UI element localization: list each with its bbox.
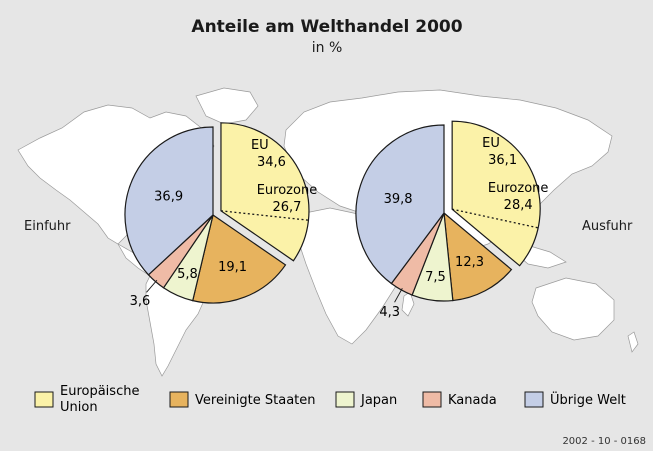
- label-einfuhr-usa: 19,1: [218, 260, 247, 275]
- eu-value-einfuhr: 34,6: [257, 155, 286, 170]
- eu-value-ausfuhr: 36,1: [488, 153, 517, 168]
- legend-swatch-uebrige: [524, 391, 544, 408]
- slice-ausfuhr-eu: [451, 120, 541, 267]
- legend-label-uebrige: Übrige Welt: [550, 391, 626, 408]
- chart-subtitle: in %: [312, 40, 343, 56]
- slice-ausfuhr-usa: [443, 211, 513, 302]
- legend-label-eu-line1: Europäische: [60, 384, 139, 399]
- eurozone-value-ausfuhr: 28,4: [504, 198, 533, 213]
- leader-line-ausfuhr-kanada: [394, 288, 403, 303]
- eurozone-label-einfuhr: Eurozone: [257, 183, 317, 198]
- eu-label-ausfuhr: EU: [482, 136, 500, 151]
- legend-label-japan: Japan: [360, 393, 397, 408]
- eurozone-divider-einfuhr: [220, 210, 309, 221]
- eurozone-value-einfuhr: 26,7: [272, 200, 301, 215]
- world-map-background: [17, 87, 639, 377]
- eurozone-label-ausfuhr: Eurozone: [488, 181, 548, 196]
- pie-ausfuhr-caption: Ausfuhr: [582, 219, 633, 234]
- legend-label-eu-line2: Union: [60, 400, 98, 415]
- leader-line-einfuhr-kanada: [146, 279, 158, 293]
- slice-einfuhr-usa: [192, 214, 287, 304]
- australia-landmass: [531, 277, 615, 341]
- slice-einfuhr-eu: [220, 122, 310, 262]
- eurozone-divider-ausfuhr: [452, 208, 539, 229]
- reference-number: 2002 - 10 - 0168: [562, 436, 646, 447]
- new-zealand-landmass: [627, 331, 639, 353]
- legend-swatch-usa: [169, 391, 189, 408]
- legend-swatch-japan: [335, 391, 355, 408]
- label-ausfuhr-usa: 12,3: [455, 255, 484, 270]
- label-einfuhr-kanada: 3,6: [130, 294, 151, 309]
- slice-einfuhr-uebrige: [124, 126, 214, 276]
- chart-title: Anteile am Welthandel 2000: [191, 17, 462, 37]
- label-ausfuhr-uebrige: 39,8: [384, 192, 413, 207]
- eu-label-einfuhr: EU: [251, 138, 269, 153]
- legend-swatch-eu: [34, 391, 54, 408]
- slice-ausfuhr-uebrige: [355, 124, 445, 285]
- legend-label-kanada: Kanada: [448, 393, 497, 408]
- label-ausfuhr-japan: 7,5: [425, 270, 446, 285]
- legend-label-usa: Vereinigte Staaten: [195, 393, 316, 408]
- greenland-landmass: [195, 87, 259, 125]
- legend-swatch-kanada: [422, 391, 442, 408]
- label-ausfuhr-kanada: 4,3: [379, 305, 400, 320]
- label-einfuhr-japan: 5,8: [177, 267, 198, 282]
- pie-einfuhr-caption: Einfuhr: [24, 219, 71, 234]
- label-einfuhr-uebrige: 36,9: [154, 190, 183, 205]
